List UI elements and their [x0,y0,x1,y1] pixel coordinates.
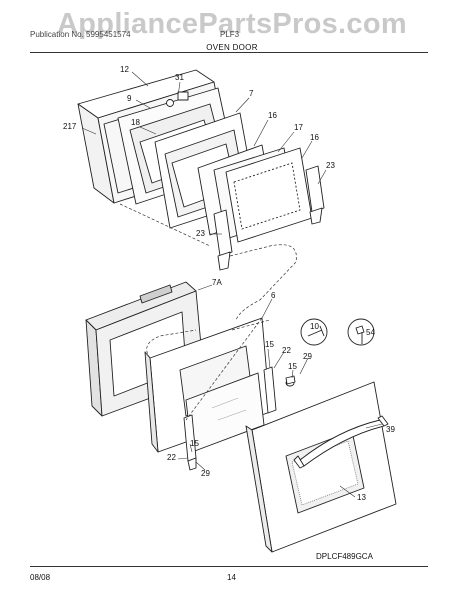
callout-7A: 7A [212,278,222,287]
screw-10-callout [300,318,328,346]
callout-22-upper: 22 [282,346,291,355]
callout-6: 6 [271,291,276,300]
callout-217: 217 [63,122,77,131]
screw-54-callout [347,318,375,346]
callout-22-lower: 22 [167,453,176,462]
title-rule [30,52,428,53]
callout-9: 9 [127,94,132,103]
callout-leaders [81,71,383,498]
callout-31: 31 [175,73,184,82]
door-handle-part [293,415,389,469]
callout-54: 54 [366,328,375,337]
watermark: AppliancePartsPros.com [57,8,407,40]
lower-leader-lines [146,317,271,421]
upper-hinge-left [213,209,233,271]
upper-leader-lines [119,203,297,321]
callout-23-left: 23 [196,229,205,238]
publication-number: Publication No. 5995451574 [30,30,131,39]
footer-rule [30,566,428,567]
callout-18: 18 [131,118,140,127]
callout-12: 12 [120,65,129,74]
footer-page-number: 14 [227,573,236,582]
diagram-code: DPLCF489GCA [316,552,373,561]
upper-hinge-right [305,165,325,225]
callout-29-lower: 29 [201,469,210,478]
lower-bracket-right [263,366,277,414]
page-title: OVEN DOOR [206,43,258,52]
callout-15-upper: 15 [265,340,274,349]
callout-23-right: 23 [326,161,335,170]
callout-39: 39 [386,425,395,434]
callout-10: 10 [310,322,319,331]
outer-door-panel-part [245,381,397,553]
callout-13: 13 [357,493,366,502]
footer-date: 08/08 [30,573,51,582]
callout-16-b: 16 [310,133,319,142]
callout-7: 7 [249,89,254,98]
callout-29-upper: 29 [303,352,312,361]
callout-15-lower: 15 [190,439,199,448]
callout-labels: 12 31 9 18 7 217 16 17 16 23 23 7A 6 10 … [63,65,395,502]
glass-panels [197,144,313,243]
lower-bracket-left [183,414,197,471]
callout-15-mid: 15 [288,362,297,371]
callout-16-a: 16 [268,111,277,120]
callout-17: 17 [294,123,303,132]
hardware-part [285,375,296,387]
model-label: PLF3 [220,30,240,39]
